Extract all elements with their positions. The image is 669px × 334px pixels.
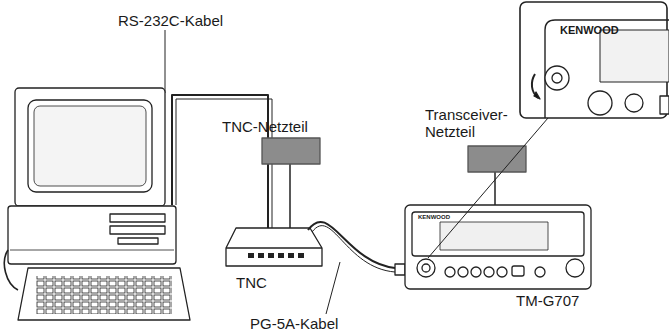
brand-label: KENWOOD xyxy=(560,24,619,37)
device-label: TM-G707 xyxy=(516,292,579,309)
power-supply-label: Transceiver- Netzteil xyxy=(425,106,517,141)
device-label: TNC xyxy=(236,274,267,291)
brand-label: KENWOOD xyxy=(418,214,450,221)
cable-label: PG-5A-Kabel xyxy=(250,315,338,332)
cable-label: RS-232C-Kabel xyxy=(118,12,223,29)
power-supply-label: TNC-Netzteil xyxy=(222,118,308,135)
